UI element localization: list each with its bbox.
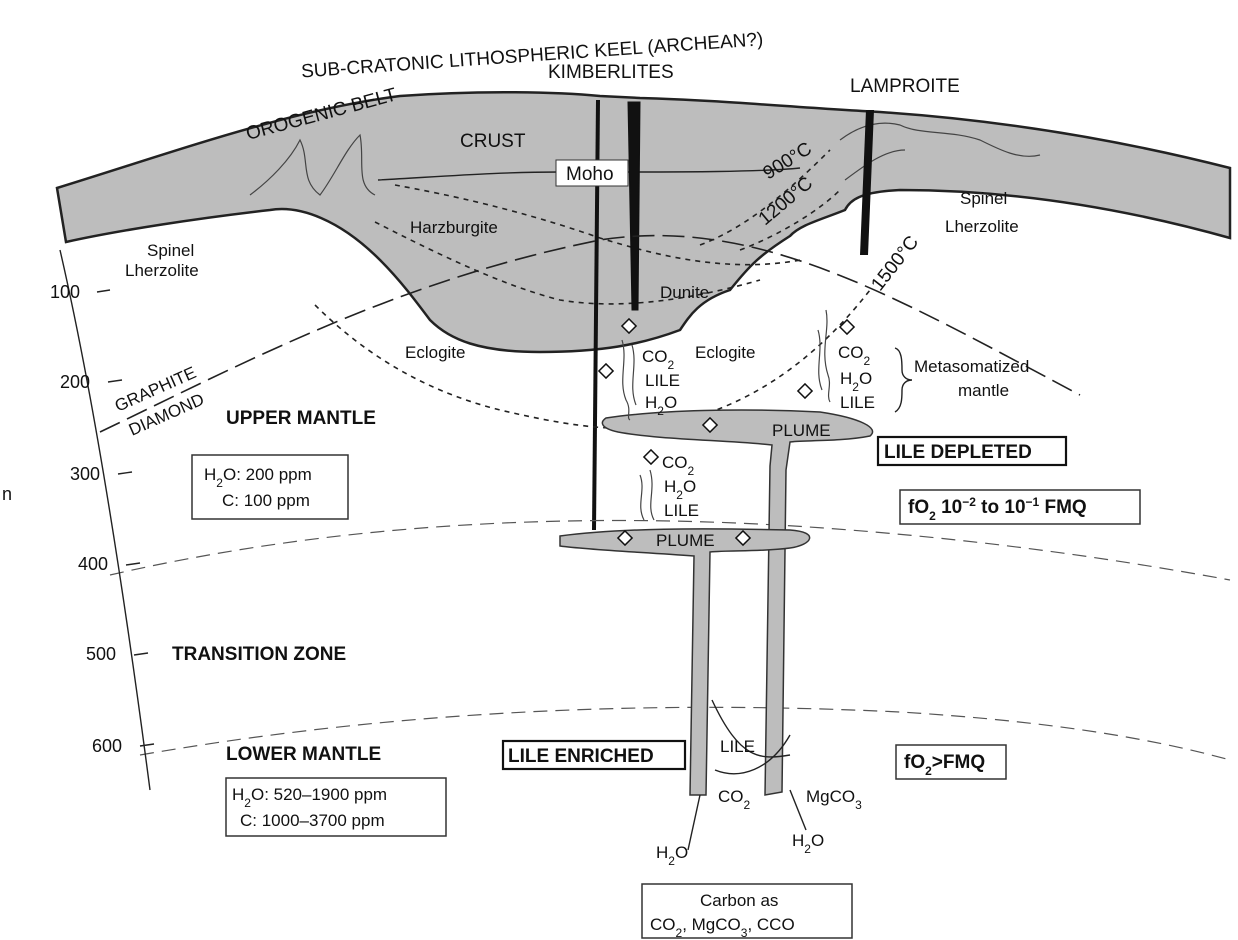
vol3-co2: CO2 <box>662 453 695 478</box>
metasomatized-label-1: Metasomatized <box>914 357 1029 376</box>
vein-right <box>818 310 830 402</box>
kimberlites-label: KIMBERLITES <box>548 62 674 83</box>
lithosphere-keel <box>57 92 1230 352</box>
transition-zone-label: TRANSITION ZONE <box>172 644 346 665</box>
bottom-co2: CO2 <box>718 787 751 812</box>
vol3-lile: LILE <box>664 501 699 520</box>
depth-tick-600: 600 <box>92 736 122 756</box>
bottom-mgco3: MgCO3 <box>806 787 862 812</box>
lile-depleted-label: LILE DEPLETED <box>884 442 1032 463</box>
metasomatized-label-2: mantle <box>958 381 1009 400</box>
crust-label: CRUST <box>460 131 526 152</box>
depth-tick-200: 200 <box>60 372 90 392</box>
eclogite-left-label: Eclogite <box>405 343 465 362</box>
diagram-title: SUB-CRATONIC LITHOSPHERIC KEEL (ARCHEAN?… <box>300 29 763 82</box>
vein-left <box>622 340 636 420</box>
lile-enriched-label: LILE ENRICHED <box>508 746 654 767</box>
lower-plume-label: PLUME <box>656 531 715 550</box>
h2o-arrow-left <box>688 795 700 850</box>
vol1-co2: CO2 <box>642 347 675 372</box>
lower-mantle-label: LOWER MANTLE <box>226 744 381 765</box>
h2o-arrow-right <box>790 790 806 830</box>
lamproite-label: LAMPROITE <box>850 76 960 97</box>
spinel-left-1: Spinel <box>147 241 194 260</box>
metasomatized-bracket <box>895 348 912 412</box>
moho-label: Moho <box>566 164 614 185</box>
vol2-h2o: H2O <box>840 369 872 394</box>
dunite-label: Dunite <box>660 283 709 302</box>
harzburgite-label: Harzburgite <box>410 218 498 237</box>
lower-box-c: C: 1000–3700 ppm <box>240 811 385 830</box>
vol2-co2: CO2 <box>838 343 871 368</box>
diamond-marker-4 <box>798 384 812 398</box>
eclogite-right-label: Eclogite <box>695 343 755 362</box>
upper-box-c: C: 100 ppm <box>222 491 310 510</box>
spinel-left-2: Lherzolite <box>125 261 199 280</box>
vol2-lile: LILE <box>840 393 875 412</box>
upper-mantle-label: UPPER MANTLE <box>226 408 376 429</box>
vein-middle <box>640 470 654 520</box>
upper-plume-label: PLUME <box>772 421 831 440</box>
spinel-right-1: Spinel <box>960 189 1007 208</box>
carbon-line-1: Carbon as <box>700 891 778 910</box>
vol1-lile: LILE <box>645 371 680 390</box>
temp-1500-label: 1500°C <box>867 232 923 295</box>
depth-axis <box>60 250 150 790</box>
bottom-h2o-left: H2O <box>656 843 688 868</box>
depth-tick-500: 500 <box>86 644 116 664</box>
diamond-marker-6 <box>644 450 658 464</box>
vol3-h2o: H2O <box>664 477 696 502</box>
depth-tick-400: 400 <box>78 554 108 574</box>
diamond-marker-2 <box>599 364 613 378</box>
depth-tick-300: 300 <box>70 464 100 484</box>
depth-tick-100: 100 <box>50 282 80 302</box>
depth-axis-fragment: n <box>2 484 12 504</box>
bottom-lile: LILE <box>720 737 755 756</box>
bottom-h2o-right: H2O <box>792 831 824 856</box>
spinel-right-2: Lherzolite <box>945 217 1019 236</box>
